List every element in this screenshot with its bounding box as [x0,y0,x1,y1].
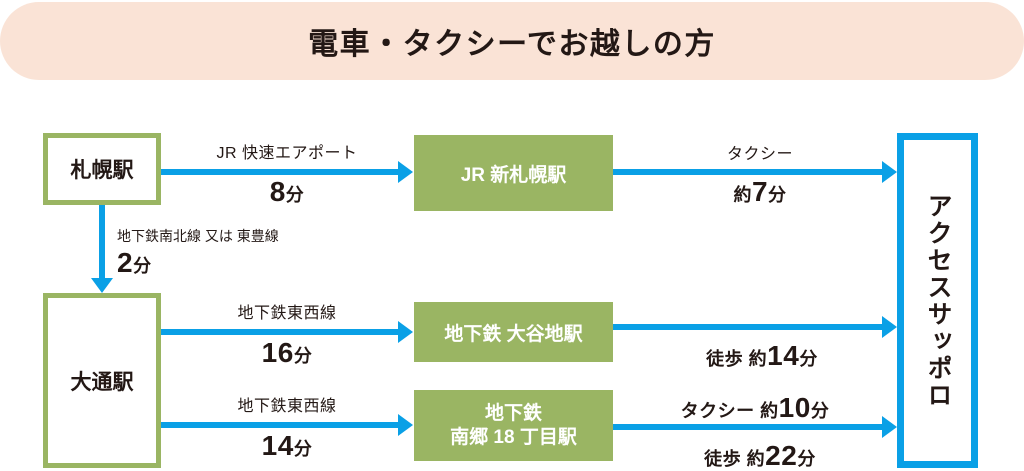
station-box-subway-oyachi: 地下鉄 大谷地駅 [414,302,613,362]
route-mode: 徒歩 [704,449,742,469]
route-time-unit: 分 [285,185,305,205]
route-line-label-sapporo-to-shin: JR 快速エアポート [216,145,358,162]
station-label-sapporo: 札幌駅 [70,159,134,182]
route-time-number: 14 [261,430,294,461]
route-mode: 徒歩 [706,349,744,369]
arrow-jr-shin-sapporo-to-access [613,169,883,175]
route-time-unit: 分 [799,349,818,369]
route-line-label-shin-to-access: タクシー [726,146,794,163]
route-time-label-nango-to-access-taxi: タクシー 約10分 [681,392,830,424]
route-time-label-odori-to-oyachi: 16分 [262,337,313,369]
route-time-unit: 分 [133,256,152,276]
route-line-label-odori-to-oyachi: 地下鉄東西線 [237,305,337,322]
arrow-sapporo-to-odori [99,205,105,279]
route-time-label-sapporo-to-odori: 2分 [117,247,152,279]
station-label-subway-oyachi: 地下鉄 大谷地駅 [444,323,583,345]
route-time-prefix: 約 [746,449,766,469]
route-line-label-sapporo-to-odori: 地下鉄南北線 又は 東豊線 [117,228,279,244]
destination-label: アクセスサッポロ [924,192,952,409]
station-box-subway-nango-18chome: 地下鉄 南郷 18 丁目駅 [414,390,613,461]
arrow-odori-to-nango [161,422,399,428]
station-label-odori: 大通駅 [70,370,134,394]
arrow-nango-to-access [613,424,883,430]
route-time-prefix: 約 [748,349,768,369]
station-label-jr-shin-sapporo: JR 新札幌駅 [460,164,567,186]
route-time-unit: 分 [810,401,830,421]
route-time-label-shin-to-access: 約7分 [733,176,786,208]
route-time-number: 8 [269,176,286,207]
arrow-sapporo-to-jr-shin-sapporo [161,169,399,175]
destination-box-access-sapporo: アクセスサッポロ [897,133,978,468]
route-time-label-odori-to-nango: 14分 [262,430,313,462]
route-time-number: 22 [765,440,798,471]
arrow-oyachi-to-access [613,324,883,330]
route-time-label-sapporo-to-shin: 8分 [270,176,305,208]
route-time-number: 16 [261,337,294,368]
route-time-prefix: 約 [733,185,752,205]
header-banner: 電車・タクシーでお越しの方 [0,2,1024,80]
station-label-line1: 地下鉄 [484,402,542,424]
route-time-number: 10 [778,392,811,423]
route-time-number: 7 [751,176,769,207]
route-time-unit: 分 [293,439,313,459]
station-label-line2: 南郷 18 丁目駅 [450,426,577,448]
route-time-number: 2 [117,247,134,278]
station-box-odori: 大通駅 [43,293,161,468]
route-time-label-nango-to-access-walk: 徒歩 約22分 [704,440,816,471]
route-time-unit: 分 [797,449,816,469]
route-mode: タクシー [680,401,755,421]
page-title: 電車・タクシーでお越しの方 [308,28,716,61]
station-box-sapporo: 札幌駅 [43,133,161,205]
route-time-label-oyachi-to-access: 徒歩 約14分 [706,340,818,372]
route-time-number: 14 [767,340,800,371]
route-line-label-odori-to-nango: 地下鉄東西線 [237,398,337,415]
route-time-unit: 分 [293,346,313,366]
arrow-odori-to-oyachi [161,329,399,335]
station-box-jr-shin-sapporo: JR 新札幌駅 [414,135,613,211]
station-label-subway-nango-18chome: 地下鉄 南郷 18 丁目駅 [450,402,577,450]
route-time-unit: 分 [768,185,787,205]
route-time-prefix: 約 [760,401,779,421]
